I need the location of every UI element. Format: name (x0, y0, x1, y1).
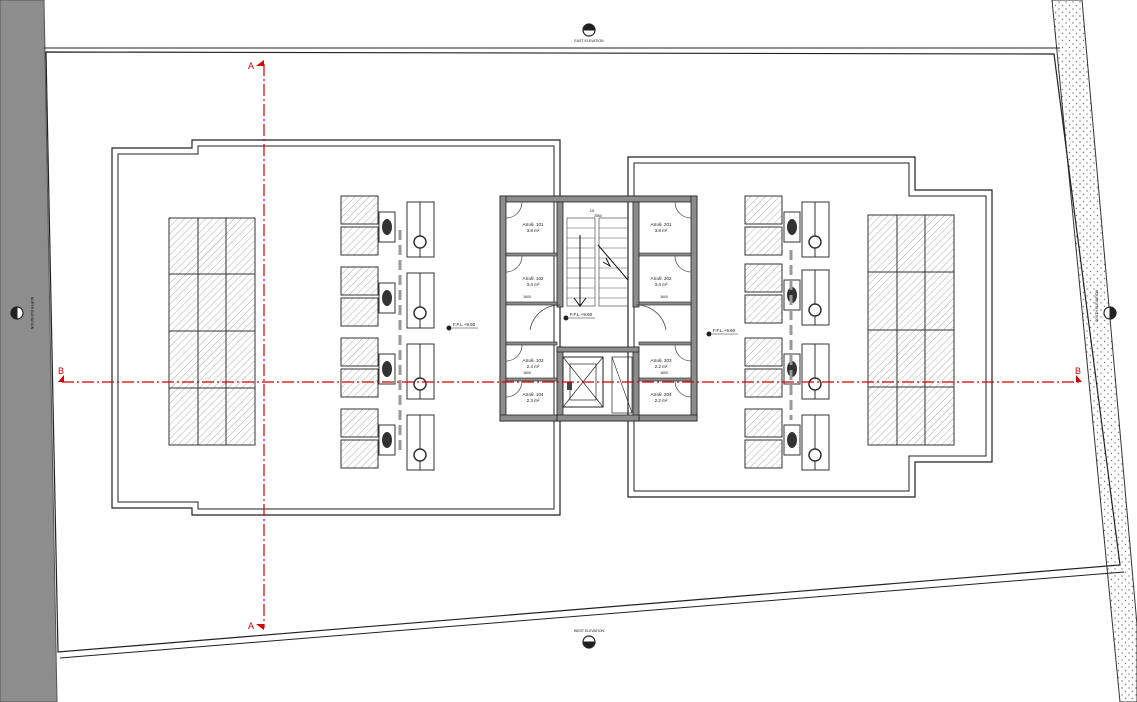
room-103-area: 2.4 m² (527, 364, 540, 369)
room-104-area: 2.3 m² (527, 398, 540, 403)
room-104-name: Αποθ. 104 (522, 392, 544, 397)
level-marker-right (706, 331, 738, 337)
room-204-area: 2.2 m² (655, 398, 668, 403)
room-202-area: 3.4 m² (655, 282, 668, 287)
section-a-label-top: A (248, 61, 254, 71)
right-dotted-strip (1051, 0, 1137, 702)
level-marker-center (563, 315, 595, 321)
room-101-area: 3.8 m² (527, 228, 540, 233)
dim-label-1: 1600 (523, 295, 531, 299)
room-203-area: 2.2 m² (655, 364, 668, 369)
section-line-b (58, 375, 1082, 383)
elevation-left-label: NORTH ELEVATION (30, 297, 34, 330)
dim-label-3: 1600 (523, 371, 531, 375)
elevation-right-label: SOUTH ELEVATION (1095, 289, 1099, 322)
section-a-label-bottom: A (248, 621, 254, 631)
room-101-name: Αποθ. 101 (522, 222, 544, 227)
section-b-label-left: B (58, 366, 64, 376)
right-wing-outline-inner (633, 162, 987, 492)
room-102-name: Αποθ. 102 (522, 276, 544, 281)
right-solar-array (867, 214, 955, 446)
elevation-marker-top (582, 23, 596, 37)
stair-width-label: 2850 (594, 214, 602, 218)
ffl-right-label: F.F.L.+9.60 (713, 328, 736, 333)
dim-label-2: 1600 (660, 295, 668, 299)
room-202-name: Αποθ. 202 (650, 276, 672, 281)
elevation-top-label: EAST ELEVATION (574, 39, 604, 43)
elevation-marker-bottom (582, 635, 596, 649)
room-203-name: Αποθ. 203 (650, 358, 672, 363)
stair-steps-label: 10 (590, 208, 595, 213)
room-201-area: 3.8 m² (655, 228, 668, 233)
left-solar-array (168, 217, 256, 446)
right-wing-outline-outer (627, 156, 993, 498)
elevation-marker-left (10, 306, 24, 320)
lift-shaft (562, 356, 633, 414)
ffl-left-label: F.F.L.+9.60 (453, 322, 476, 327)
section-b-label-right: B (1075, 366, 1081, 376)
left-wing-outline-outer (111, 139, 561, 516)
room-201-name: Αποθ. 201 (650, 222, 672, 227)
right-solar-heaters (744, 195, 830, 471)
left-road-strip (0, 0, 58, 702)
room-103-name: Αποθ. 103 (522, 358, 544, 363)
level-marker-left (446, 325, 478, 331)
ffl-center-label: F.F.L.+9.60 (570, 312, 593, 317)
plot-boundary-bottom-outer (59, 571, 1125, 659)
left-solar-heaters (340, 195, 435, 471)
left-wing-outline-inner (117, 145, 555, 510)
dim-label-4: 1600 (660, 371, 668, 375)
room-102-area: 3.4 m² (527, 282, 540, 287)
stair-flight (566, 217, 629, 307)
room-204-name: Αποθ. 204 (650, 392, 672, 397)
elevation-bottom-label: WEST ELEVATION (574, 629, 605, 633)
plot-boundary (45, 51, 1121, 653)
section-line-a (256, 60, 265, 630)
central-core (499, 195, 698, 422)
elevation-marker-right (1103, 306, 1117, 320)
